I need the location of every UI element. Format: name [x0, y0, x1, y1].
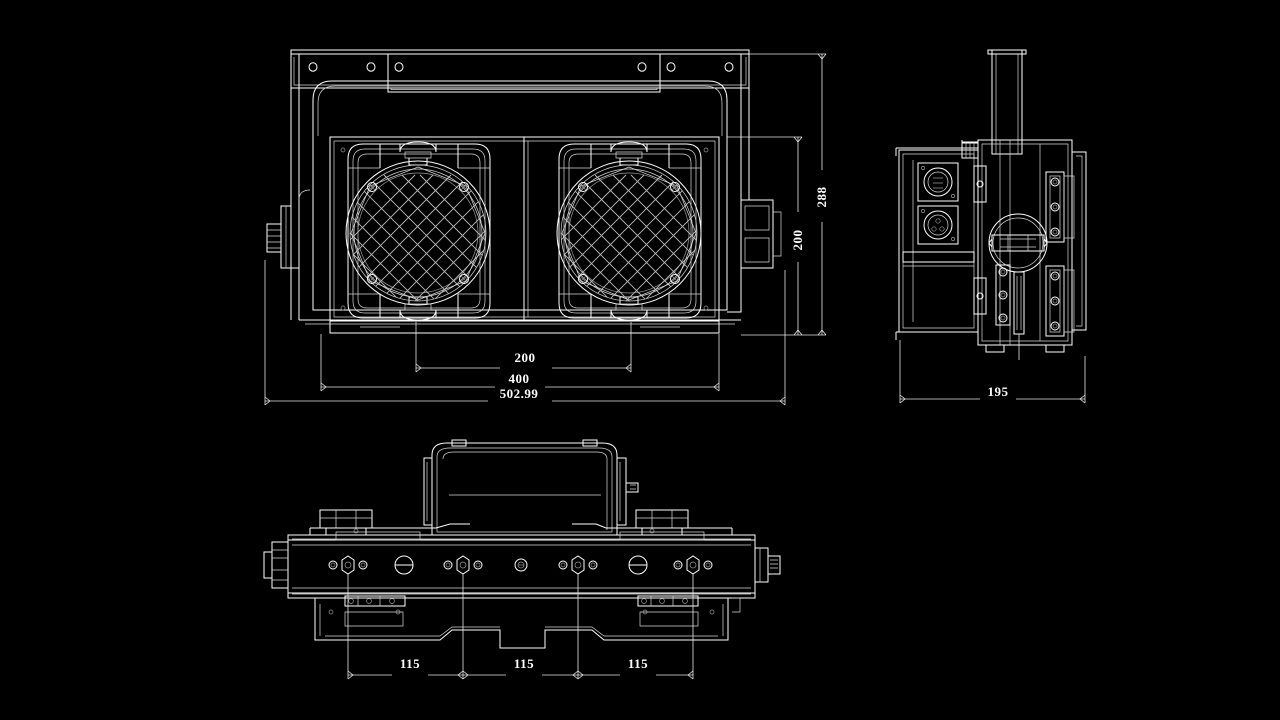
latch-lower [1046, 266, 1074, 336]
connector-panel [896, 148, 978, 332]
powercon-input-connector [918, 163, 958, 201]
lens-screws-right [579, 183, 680, 284]
dimension-label-200-height: 200 [790, 230, 805, 251]
side-yoke-pivot [974, 166, 986, 314]
hex-screw-4 [674, 556, 712, 574]
hex-screw-2 [444, 556, 482, 574]
dimension-200-body-height: 200 [790, 137, 805, 335]
powercon-output-connector [918, 206, 958, 244]
front-frame-plate [330, 137, 719, 321]
dimension-label-502-overall: 502.99 [500, 386, 539, 401]
lens-assembly-left [240, 142, 595, 350]
dimension-label-288-height: 288 [814, 187, 829, 208]
housing-bottom-skirt [299, 320, 741, 333]
side-left-latch-strip [996, 265, 1010, 325]
hex-screw-heads [329, 556, 712, 574]
hex-screw-1 [329, 556, 367, 574]
lens-screws-left [368, 183, 469, 284]
dimension-115-hole-pitch-1: 115 [348, 656, 463, 679]
dimension-200-lens-spacing: 200 [416, 350, 631, 372]
frame-pin-tl [341, 148, 345, 152]
yoke-hole-5 [667, 63, 675, 71]
frame-pin-tr [704, 148, 708, 152]
slot-screw-2 [515, 559, 527, 571]
top-view-dimensions: 115 115 115 [348, 574, 693, 679]
cable-gland-left [267, 190, 310, 320]
side-view [896, 50, 1086, 360]
yoke-hole-1 [309, 63, 317, 71]
dimension-label-200-lens: 200 [515, 350, 536, 365]
yoke-hole-4 [638, 63, 646, 71]
front-view-dimensions: 200 400 502.99 200 [265, 54, 829, 405]
dimension-115-hole-pitch-3: 115 [578, 656, 693, 679]
connector-block-right [727, 150, 781, 312]
lens-safety-grid-left [350, 174, 486, 301]
latch-upper [1046, 172, 1074, 242]
top-view [264, 440, 780, 648]
end-cap-left [264, 542, 288, 588]
dimension-label-115-1: 115 [400, 656, 420, 671]
dimension-label-115-3: 115 [628, 656, 648, 671]
side-view-dimensions: 195 [900, 340, 1085, 403]
end-cap-right [755, 548, 780, 582]
slot-screw-3 [629, 556, 647, 574]
slot-screw-1 [395, 556, 413, 574]
dimension-label-195-depth: 195 [988, 384, 1009, 399]
side-feet [986, 345, 1064, 352]
dimension-502-overall-width: 502.99 [265, 386, 785, 405]
side-cable-gland [962, 140, 978, 158]
slot-screw-heads [395, 556, 647, 574]
lens-assembly-right [451, 142, 806, 350]
main-housing-rear [313, 81, 727, 310]
lens-safety-grid-right [561, 174, 697, 301]
dimension-label-115-2: 115 [514, 656, 534, 671]
front-view [240, 50, 806, 350]
frame-pin-br [704, 306, 708, 310]
dimension-288-overall-height: 288 [814, 54, 829, 335]
top-shelf [310, 524, 732, 540]
top-lower-skirt [315, 596, 740, 648]
dimension-195-depth: 195 [900, 384, 1085, 403]
yoke-hole-3 [395, 63, 403, 71]
yoke-arm [988, 50, 1026, 154]
side-slide-rail [1014, 272, 1024, 360]
dimension-label-400-width: 400 [509, 371, 530, 386]
yoke-hole-6 [725, 63, 733, 71]
yoke-hole-2 [367, 63, 375, 71]
hex-screw-3 [559, 556, 597, 574]
lens-outer-ring-right [557, 161, 701, 305]
frame-pin-bl [341, 306, 345, 310]
rear-hood [424, 440, 638, 535]
dimension-400-body-width: 400 [321, 371, 719, 391]
side-main-body [978, 140, 1086, 345]
lens-outer-ring-left [346, 161, 490, 305]
dimension-115-hole-pitch-2: 115 [463, 656, 578, 679]
